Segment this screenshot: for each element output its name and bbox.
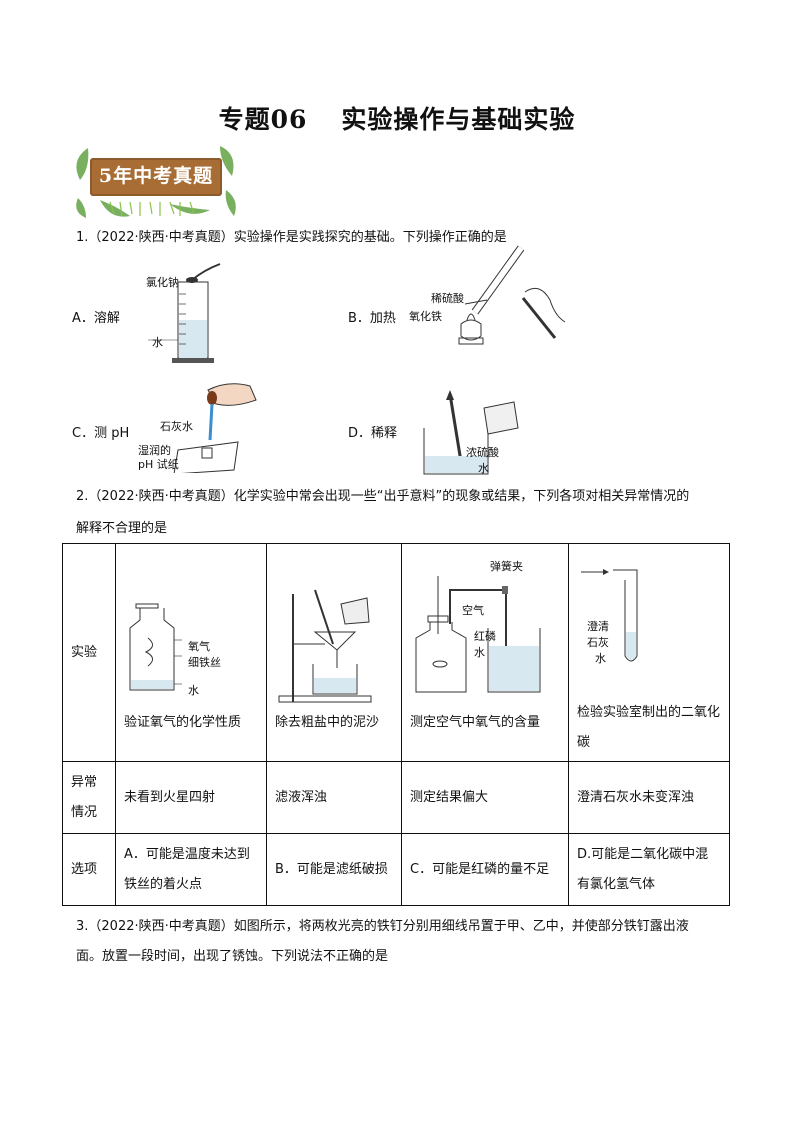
filtration-setup-icon [278, 589, 372, 703]
tag-2c-1: 弹簧夹 [490, 560, 523, 573]
tag-2a-2: 细铁丝 [188, 656, 221, 669]
table-row-experiment: 实验 氧气 细铁丝 水 验证氧气的化学性质 [62, 543, 730, 762]
question-1-stem: 1.（2022·陕西·中考真题）实验操作是实践探究的基础。下列操作正确的是 [76, 230, 507, 245]
question-3-stem-2: 面。放置一段时间，出现了锈蚀。下列说法不正确的是 [76, 949, 389, 964]
question-2-stem-2: 解释不合理的是 [76, 521, 168, 536]
option-c-figure: 石灰水 湿润的 pH 试纸 [138, 378, 258, 475]
anomaly-c: 测定结果偏大 [401, 761, 569, 834]
question-2-stem-1: 2.（2022·陕西·中考真题）化学实验中常会出现一些“出乎意料”的现象或结果，… [76, 489, 690, 504]
exp-b-text: 除去粗盐中的泥沙 [275, 715, 380, 730]
badge-text: 5年中考真题 [98, 165, 214, 187]
option-d-figure: 浓硫酸 水 [410, 388, 530, 480]
exp-d-text: 检验实验室制出的二氧化碳 [577, 705, 721, 750]
tag-2d-2: 石灰 [587, 636, 609, 649]
choice-a: A．可能是温度未达到铁丝的着火点 [115, 833, 267, 906]
row-header-choice: 选项 [62, 833, 116, 906]
option-c-label: C．测 pH [72, 426, 130, 441]
heating-test-tube-icon [458, 245, 566, 345]
iron-wire-bottle-icon [129, 603, 182, 691]
tag-2a-3: 水 [188, 684, 199, 697]
tag-c-2: 湿润的 [138, 444, 171, 457]
tag-d-1: 浓硫酸 [466, 446, 499, 459]
option-d-label: D．稀释 [348, 426, 398, 441]
option-a-label: A．溶解 [72, 311, 120, 326]
tag-a-2: 水 [152, 336, 163, 349]
tag-c-1: 石灰水 [160, 420, 193, 433]
row-header-anomaly: 异常情况 [62, 761, 116, 834]
section-badge: 5年中考真题 [70, 140, 240, 220]
tag-2c-3: 红磷 [474, 630, 496, 643]
choice-b: B．可能是滤纸破损 [266, 833, 402, 906]
tag-2c-4: 水 [474, 646, 485, 659]
beaker-dilution-icon [423, 390, 519, 475]
exp-a-text: 验证氧气的化学性质 [124, 715, 242, 730]
cell-exp-c: 弹簧夹 空气 红磷 水 测定空气中氧气的含量 [401, 543, 569, 762]
tag-b-1: 稀硫酸 [431, 292, 464, 305]
choice-c: C．可能是红磷的量不足 [401, 833, 569, 906]
tag-c-3: pH 试纸 [138, 458, 179, 471]
cell-exp-a: 氧气 细铁丝 水 验证氧气的化学性质 [115, 543, 267, 762]
option-b-figure: 稀硫酸 氧化铁 [405, 242, 575, 362]
tag-d-2: 水 [478, 462, 489, 475]
anomaly-a: 未看到火星四射 [115, 761, 267, 834]
cell-exp-b: 除去粗盐中的泥沙 [266, 543, 402, 762]
cell-exp-d: 澄清 石灰 水 检验实验室制出的二氧化碳 [568, 543, 730, 762]
tag-2d-1: 澄清 [587, 620, 609, 633]
graduated-cylinder-icon [148, 263, 221, 363]
table-row-anomaly: 异常情况 未看到火星四射 滤液浑浊 测定结果偏大 澄清石灰水未变浑浊 [62, 761, 730, 834]
option-b-label: B．加热 [348, 311, 396, 326]
tag-a-1: 氯化钠 [146, 276, 179, 289]
anomaly-d: 澄清石灰水未变浑浊 [568, 761, 730, 834]
dropper-ph-paper-icon [173, 383, 257, 475]
leaf-decoration-icon [76, 146, 236, 218]
tag-2a-1: 氧气 [188, 640, 210, 653]
question-3-stem-1: 3.（2022·陕西·中考真题）如图所示，将两枚光亮的铁钉分别用细线吊置于甲、乙… [76, 919, 689, 934]
oxygen-content-setup-icon [415, 576, 541, 693]
tag-2d-3: 水 [595, 652, 606, 665]
option-a-figure: 氯化钠 水 [146, 260, 228, 370]
exp-c-text: 测定空气中氧气的含量 [410, 715, 541, 730]
limewater-test-tube-icon [581, 569, 638, 662]
anomaly-b: 滤液浑浊 [266, 761, 402, 834]
tag-b-2: 氧化铁 [409, 310, 442, 323]
table-row-choice: 选项 A．可能是温度未达到铁丝的着火点 B．可能是滤纸破损 C．可能是红磷的量不… [62, 833, 730, 906]
experiment-table: 实验 氧气 细铁丝 水 验证氧气的化学性质 [62, 543, 730, 906]
tag-2c-2: 空气 [462, 604, 484, 617]
row-header-experiment: 实验 [62, 543, 116, 762]
choice-d: D.可能是二氧化碳中混有氯化氢气体 [568, 833, 730, 906]
